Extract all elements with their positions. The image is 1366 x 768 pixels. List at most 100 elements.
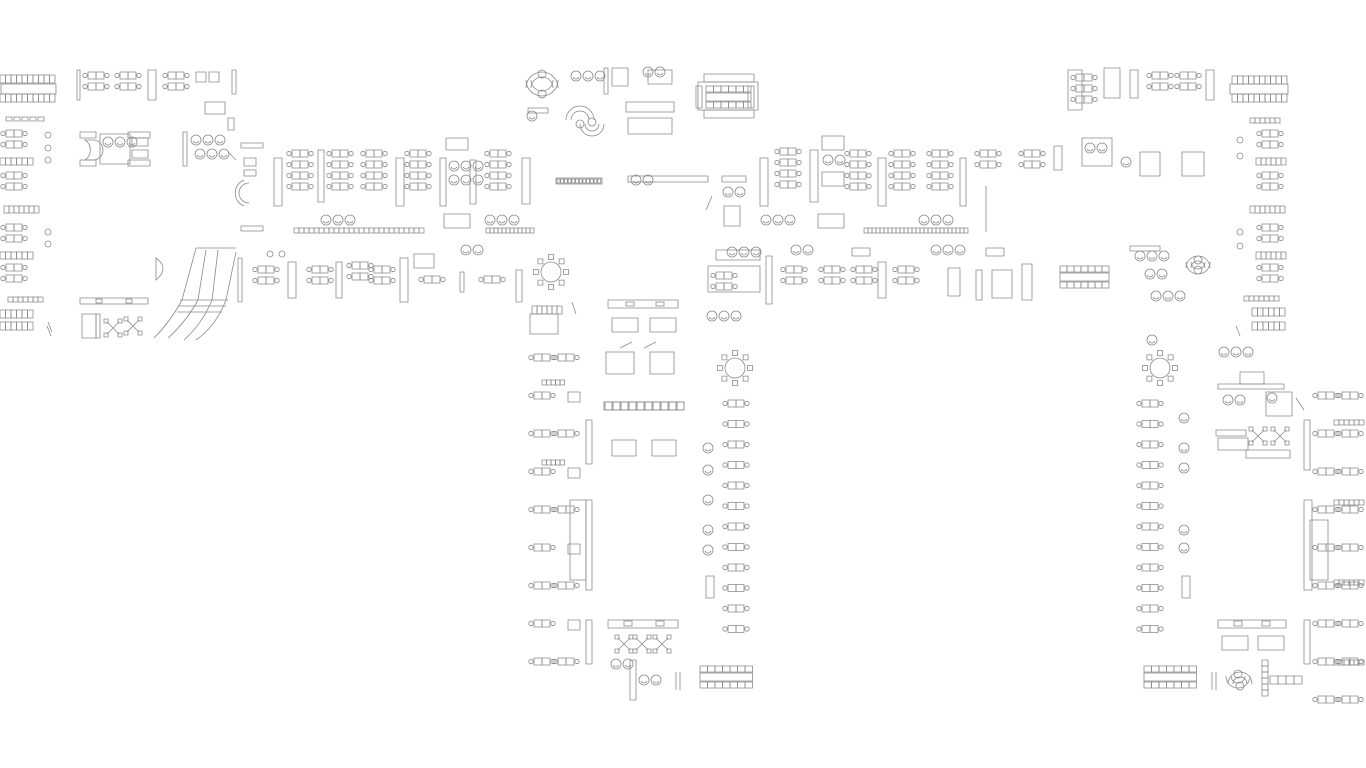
lounge-chair: [1179, 543, 1189, 553]
lounge-chair: [1231, 347, 1241, 357]
cabinet: [1249, 296, 1254, 301]
cabinet: [44, 75, 50, 83]
curved-sofa: [1226, 670, 1250, 688]
printer-station: [446, 138, 468, 150]
desk: [1270, 183, 1278, 190]
curved-sofa: [526, 72, 558, 98]
chair: [115, 84, 119, 88]
cabinet: [1266, 158, 1271, 165]
desk-column: [723, 400, 749, 407]
desk: [168, 83, 176, 90]
storage: [706, 576, 714, 598]
lounge-chair: [631, 175, 641, 185]
chair-seat: [748, 366, 753, 371]
chair: [1237, 137, 1243, 143]
chair: [1137, 524, 1141, 528]
desk: [906, 277, 914, 284]
cabinet: [309, 228, 314, 233]
door-swing: [228, 152, 236, 160]
chair: [1257, 236, 1261, 240]
chair: [723, 422, 727, 426]
chair-seat: [1152, 666, 1160, 672]
chair: [745, 524, 749, 528]
chair: [383, 173, 387, 177]
cabinet: [1252, 308, 1258, 316]
cabinet: [23, 297, 28, 302]
chair: [553, 431, 557, 435]
desk: [558, 354, 566, 361]
desk: [1270, 235, 1278, 242]
cabinet: [1281, 158, 1286, 165]
cabinet: [374, 228, 379, 233]
cross-table: [1249, 427, 1267, 445]
counter: [608, 300, 678, 308]
chair: [1159, 483, 1163, 487]
chair-seat: [1067, 266, 1074, 272]
door-arc: [156, 258, 163, 280]
chair: [287, 151, 291, 155]
desk: [1142, 482, 1150, 489]
cabinet: [0, 158, 6, 165]
chair-back: [933, 221, 939, 223]
cabinet: [6, 117, 12, 121]
cabinet: [28, 94, 34, 102]
desk: [120, 83, 128, 90]
chair-back: [1123, 163, 1129, 165]
desk: [332, 183, 340, 190]
lounge-chair: [639, 675, 649, 685]
cabinet: [537, 306, 542, 314]
desk: [1342, 544, 1350, 551]
desk: [542, 392, 550, 399]
lounge-seating: [919, 215, 953, 225]
cabinet: [1280, 322, 1286, 330]
lounge-chair: [333, 215, 343, 225]
desk: [932, 183, 940, 190]
sofa-outer: [526, 72, 558, 88]
cabinet: [1265, 94, 1271, 102]
chair: [185, 73, 189, 77]
desk-column: [1257, 224, 1283, 242]
chair: [553, 355, 557, 359]
desk: [209, 72, 219, 82]
desk-column: [307, 266, 333, 284]
desk: [1142, 523, 1150, 530]
chair-seat: [549, 255, 554, 260]
cabinet: [241, 143, 263, 148]
chair: [163, 73, 167, 77]
cabinet: [560, 380, 565, 385]
chair-seat: [1143, 366, 1148, 371]
desk: [728, 564, 736, 571]
cabinet: [1271, 252, 1276, 259]
chair-back: [1245, 353, 1251, 355]
cabinet: [44, 94, 50, 102]
table: [652, 440, 676, 456]
chair: [1359, 545, 1363, 549]
chair-seat: [1167, 682, 1175, 688]
chair-back: [787, 221, 793, 223]
chair: [927, 173, 931, 177]
door-swing: [572, 302, 576, 314]
lounge-seating: [485, 215, 519, 225]
desk: [1024, 161, 1032, 168]
desk-column: [553, 506, 579, 513]
chair: [369, 278, 373, 282]
desk: [1350, 468, 1358, 475]
chair-back: [1147, 275, 1153, 277]
desk: [6, 264, 14, 271]
desk: [988, 150, 996, 157]
lounge-seating: [791, 245, 813, 255]
chair-seat: [124, 331, 128, 335]
cabinet: [11, 158, 17, 165]
chair: [83, 73, 87, 77]
chair-back: [657, 73, 663, 75]
desk: [1032, 161, 1040, 168]
desk: [902, 150, 910, 157]
desk-column: [83, 72, 109, 90]
desk: [728, 626, 736, 633]
cabinet: [22, 75, 28, 83]
desk: [258, 266, 266, 273]
chair-back: [721, 317, 727, 319]
cabinet: [1276, 94, 1282, 102]
chair-seat: [615, 649, 619, 653]
desk: [1318, 392, 1326, 399]
